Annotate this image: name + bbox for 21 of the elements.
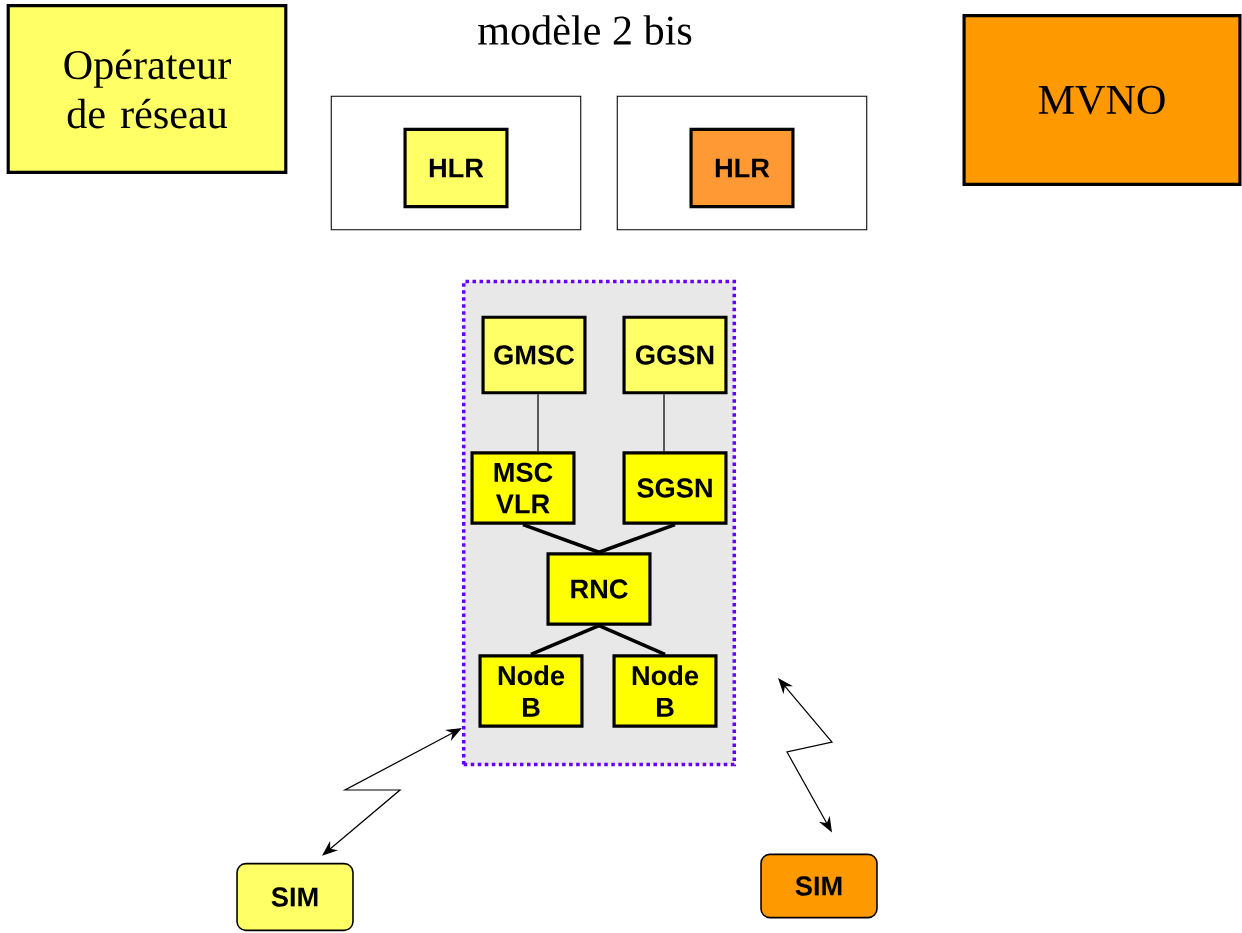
sim-card-box: SIM [236, 862, 354, 932]
connector-line [598, 523, 676, 554]
entity-box: MVNO [962, 14, 1242, 186]
network-element-box: GGSN [622, 315, 728, 395]
network-element-box: MSC VLR [470, 451, 576, 525]
title: modèle 2 bis [478, 15, 692, 45]
network-element-box: SGSN [622, 451, 728, 525]
hlr-box: HLR [403, 127, 509, 209]
hlr-box: HLR [689, 127, 795, 209]
network-element-box: GMSC [481, 315, 587, 395]
connector-line [522, 523, 600, 554]
connector-line [530, 624, 600, 656]
connector-line [598, 624, 666, 656]
entity-box: Opérateur de réseau [6, 3, 288, 175]
connector-line [537, 393, 539, 452]
sim-card-box: SIM [760, 853, 878, 919]
connector-line [663, 393, 665, 452]
network-element-box: RNC [546, 552, 652, 626]
lightning-arrow [322, 728, 462, 856]
network-element-box: Node B [478, 654, 584, 728]
network-element-box: Node B [612, 654, 718, 728]
